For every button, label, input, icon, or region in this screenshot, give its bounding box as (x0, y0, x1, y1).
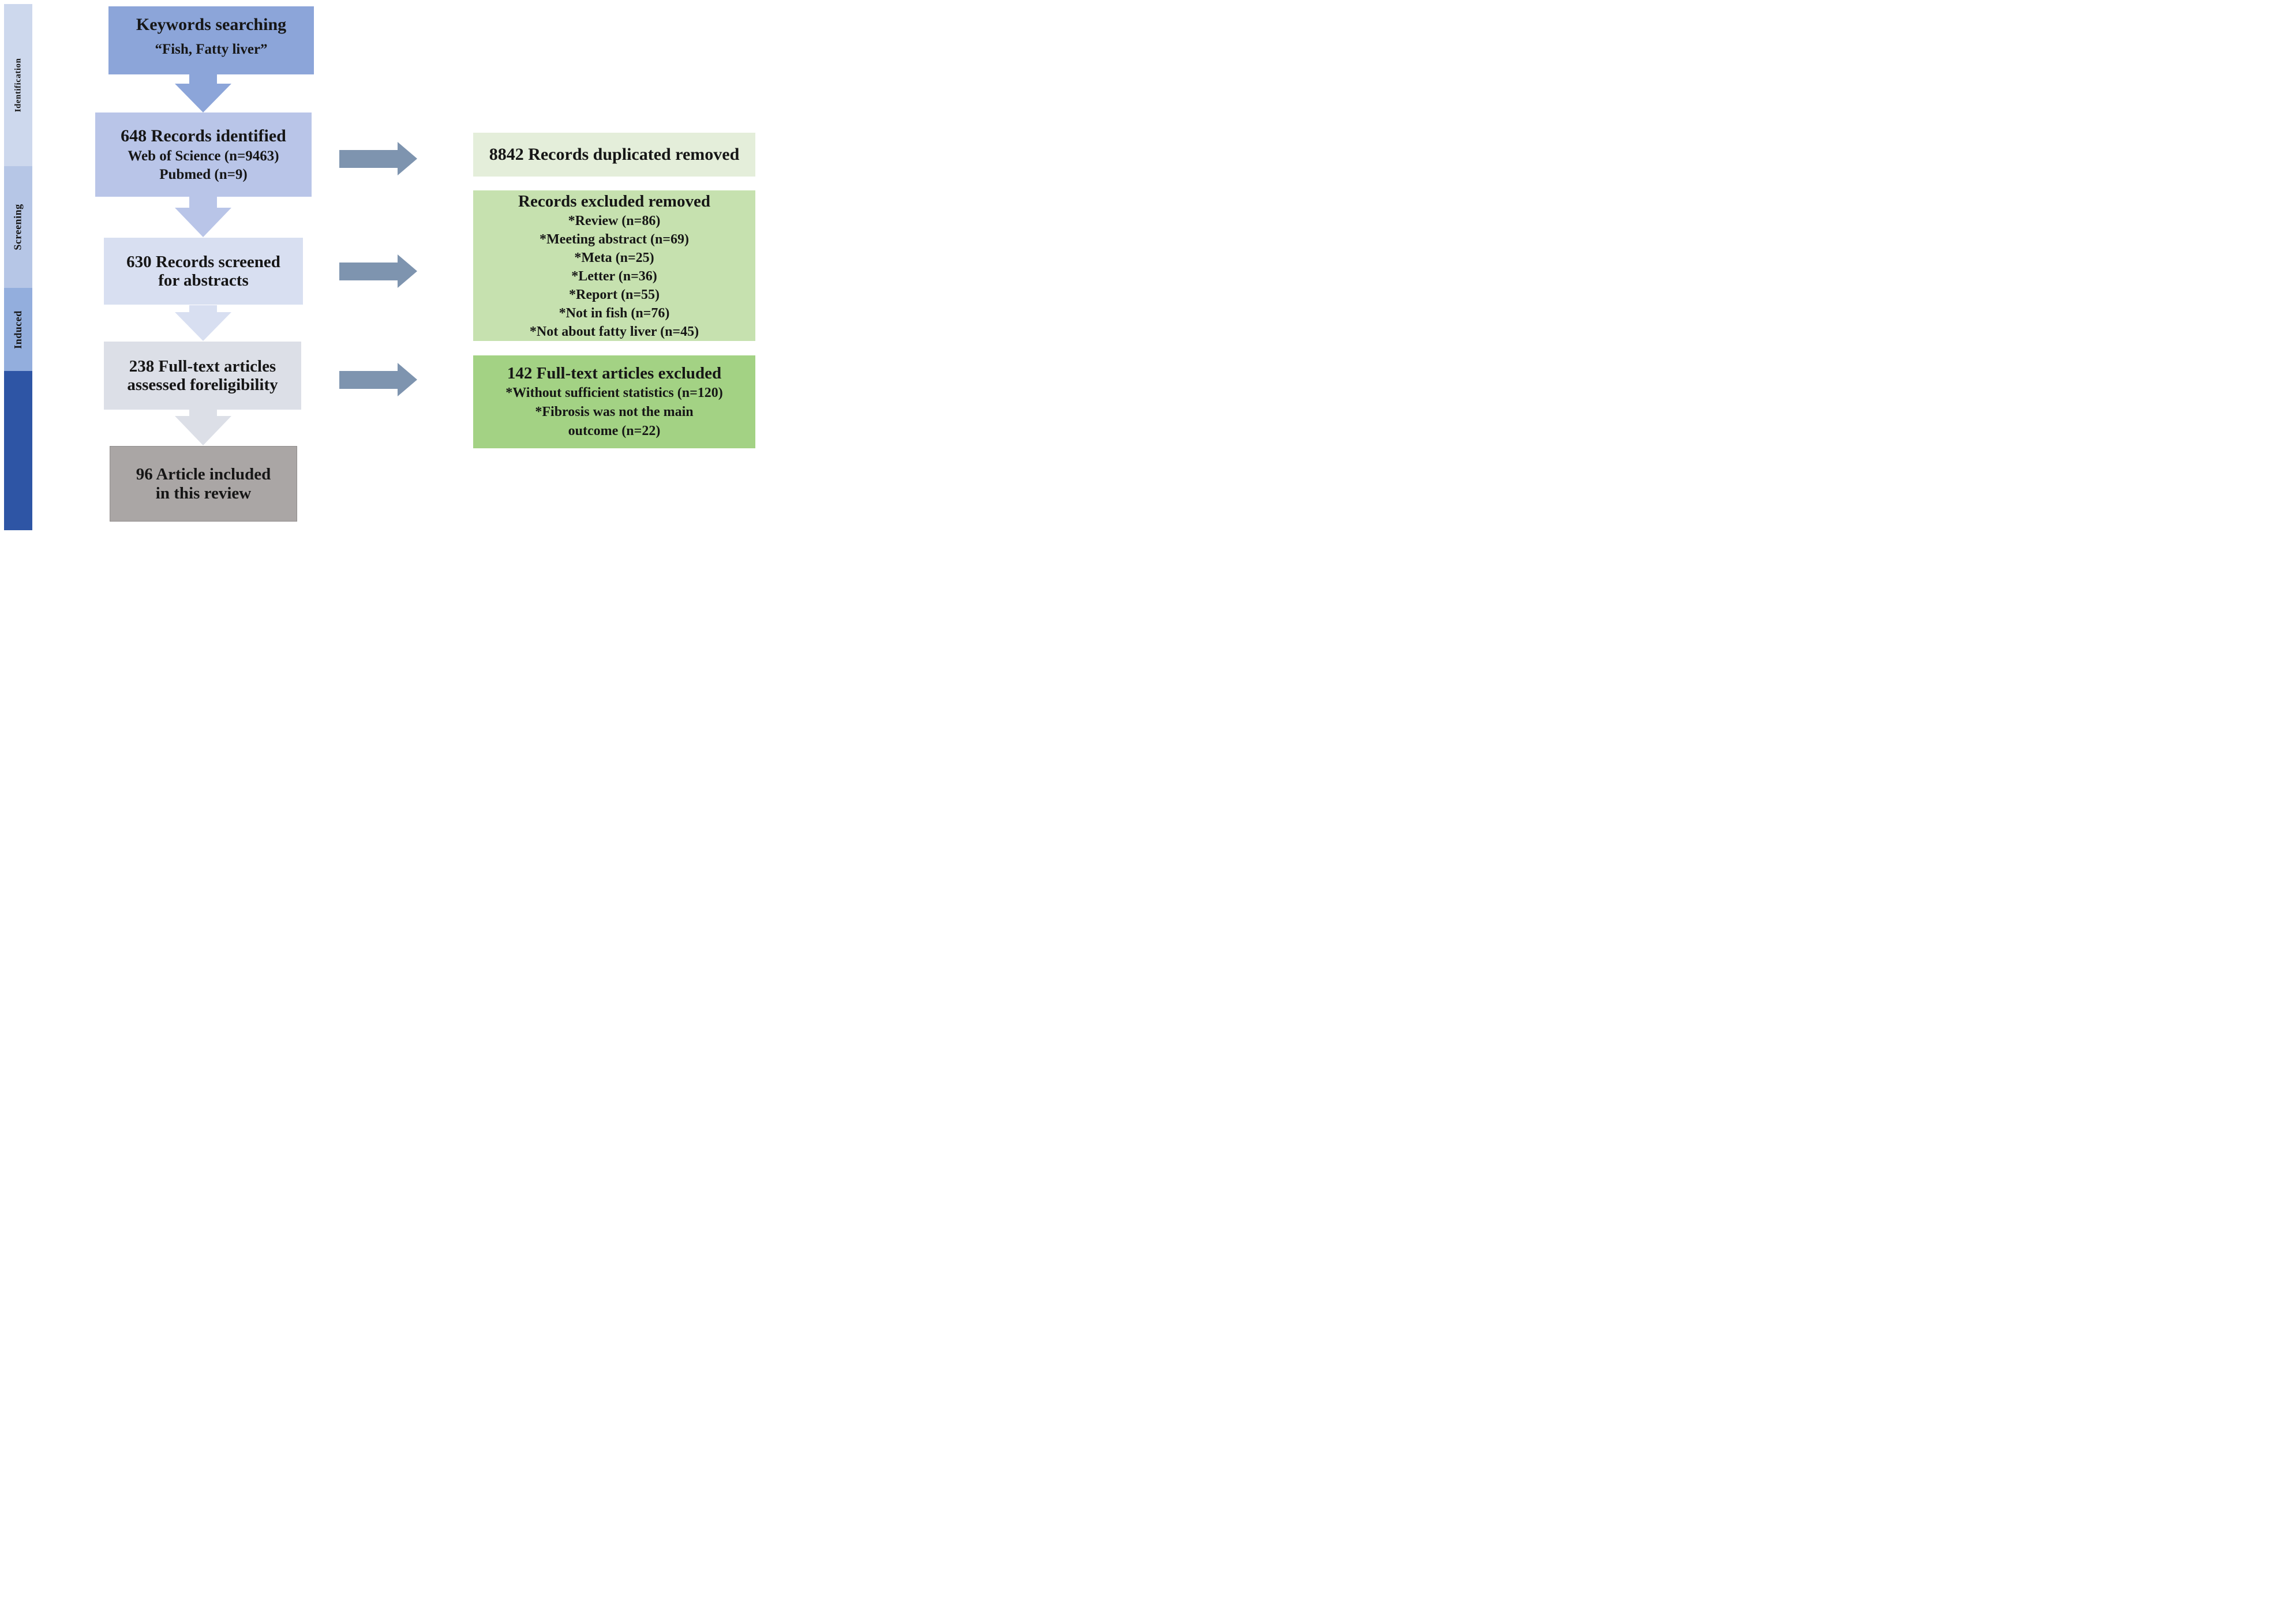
sidebar-stage-bottom (4, 371, 32, 530)
exclusion-box-records-excluded: Records excluded removed *Review (n=86) … (473, 190, 755, 341)
exclusion-item-review: *Review (n=86) (568, 213, 661, 228)
flow-box-screened-line-1: for abstracts (158, 271, 249, 290)
down-arrow-4-icon (175, 416, 231, 445)
exclusion-item-not-fatty-liver: *Not about fatty liver (n=45) (529, 324, 699, 339)
flow-box-included-title: 96 Article included (136, 465, 271, 484)
exclusion-box-fulltext-excluded: 142 Full-text articles excluded *Without… (473, 355, 755, 448)
flow-box-identified-line-1: Web of Science (n=9463) (128, 148, 279, 164)
exclusion-arrow-3-icon (398, 363, 417, 396)
exclusion-item-fibrosis-line-2: outcome (n=22) (568, 423, 661, 438)
flow-box-fulltext-title: 238 Full-text articles (129, 357, 276, 376)
down-arrow-2-icon (175, 208, 231, 237)
flow-box-records-identified: 648 Records identified Web of Science (n… (95, 113, 312, 197)
stage-label-induced: Induced (12, 310, 24, 349)
flow-box-keywords-searching: Keywords searching “Fish, Fatty liver” (108, 6, 314, 74)
sidebar-stage-induced: Induced (4, 288, 32, 371)
flow-box-fulltext-assessed: 238 Full-text articles assessed foreligi… (104, 342, 301, 410)
down-arrow-4-stem (189, 409, 217, 417)
exclusion-item-not-in-fish: *Not in fish (n=76) (559, 305, 670, 321)
flow-box-included-line-1: in this review (155, 483, 252, 503)
sidebar-stage-screening: Screening (4, 166, 32, 288)
stage-label-identification: Identification (13, 58, 23, 113)
exclusion-arrow-2-stem (339, 263, 398, 280)
prisma-flow-diagram: Identification Screening Induced Keyword… (0, 0, 765, 533)
exclusion-item-meeting-abstract: *Meeting abstract (n=69) (540, 231, 689, 247)
exclusion-box-fulltext-excluded-title: 142 Full-text articles excluded (507, 364, 722, 383)
flow-box-fulltext-line-1: assessed foreligibility (127, 376, 278, 394)
exclusion-item-fibrosis-line-1: *Fibrosis was not the main (535, 404, 694, 419)
down-arrow-3-icon (175, 312, 231, 341)
flow-box-screened-title: 630 Records screened (126, 252, 280, 271)
flow-box-articles-included: 96 Article included in this review (110, 446, 297, 522)
flow-box-identified-title: 648 Records identified (121, 126, 286, 146)
stage-label-screening: Screening (12, 204, 24, 250)
flow-box-identified-line-2: Pubmed (n=9) (159, 166, 248, 182)
down-arrow-1-stem (189, 74, 217, 84)
exclusion-item-meta: *Meta (n=25) (574, 250, 654, 265)
sidebar-stage-identification: Identification (4, 4, 32, 166)
exclusion-item-letter: *Letter (n=36) (571, 268, 657, 284)
flow-box-keywords-title: Keywords searching (136, 15, 287, 34)
exclusion-box-duplicates: 8842 Records duplicated removed (473, 133, 755, 177)
down-arrow-2-stem (189, 197, 217, 208)
down-arrow-3-stem (189, 305, 217, 313)
down-arrow-1-icon (175, 84, 231, 113)
exclusion-box-duplicates-title: 8842 Records duplicated removed (489, 145, 740, 164)
exclusion-arrow-1-stem (339, 150, 398, 168)
exclusion-item-report: *Report (n=55) (569, 287, 660, 302)
exclusion-arrow-1-icon (398, 142, 417, 175)
exclusion-item-without-statistics: *Without sufficient statistics (n=120) (505, 385, 723, 400)
exclusion-arrow-3-stem (339, 371, 398, 389)
exclusion-box-records-excluded-title: Records excluded removed (518, 192, 710, 211)
flow-box-records-screened: 630 Records screened for abstracts (104, 238, 303, 305)
exclusion-arrow-2-icon (398, 254, 417, 288)
flow-box-keywords-line-1: “Fish, Fatty liver” (155, 41, 268, 57)
